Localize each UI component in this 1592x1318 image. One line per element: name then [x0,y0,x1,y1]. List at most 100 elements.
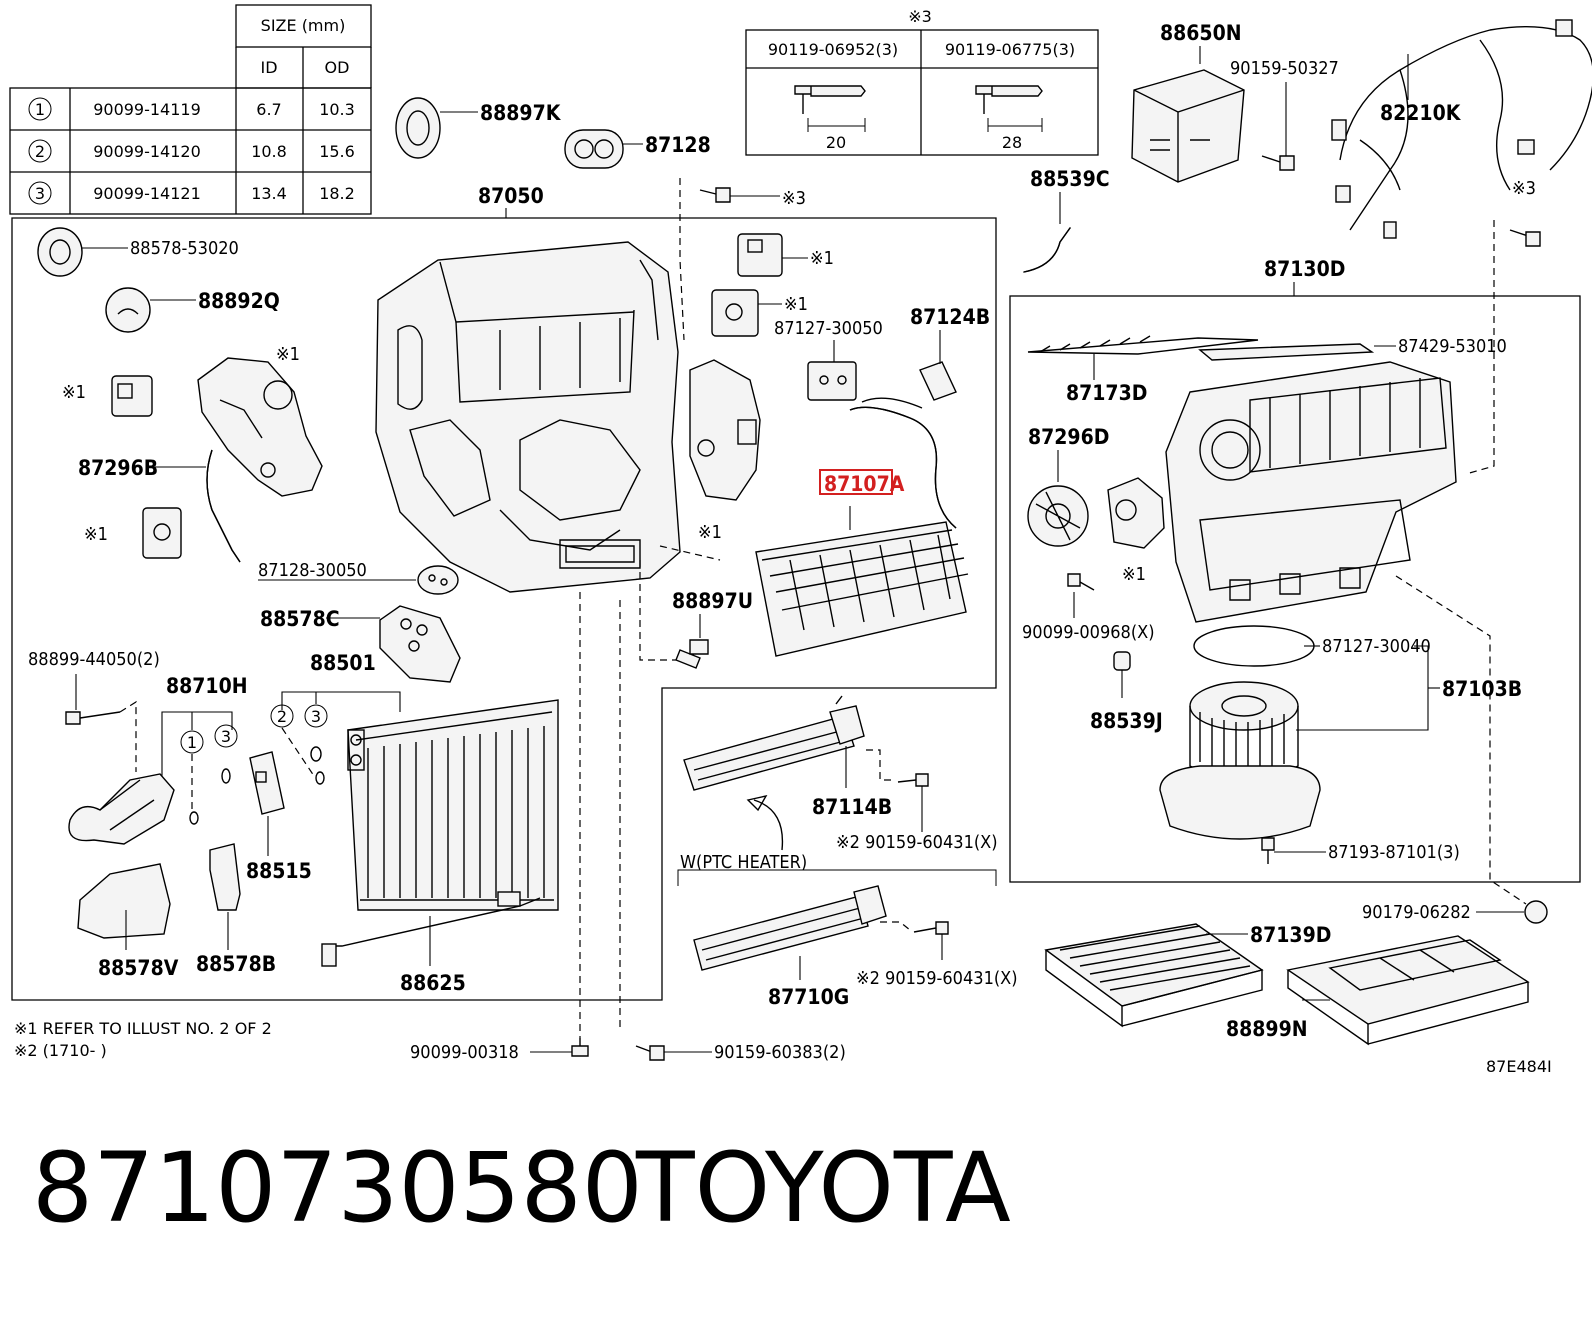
label-90159-60431-a: ※2 90159-60431(X) [836,832,998,853]
bolt-icon [975,85,1043,114]
exploded-parts-diagram: SIZE (mm) ID OD 1 90099-14119 6.7 10.3 2… [9,4,1592,1076]
servo-motor-small: ※1 [62,375,153,417]
label-87128-30050: 87128-30050 [258,560,367,581]
label-88515: 88515 [246,859,312,883]
label-82210k: 82210K [1380,101,1462,125]
grommet-87128: 87128 [564,129,711,169]
label-87127-30050: 87127-30050 [774,318,883,339]
seal-mark-1: 1 [187,733,197,752]
label-90099-00968: 90099-00968(X) [1022,622,1155,643]
label-87139d: 87139D [1250,923,1331,947]
clamp-87124b: 87124B [910,305,990,401]
servo-motor-top: ※1 [737,233,834,277]
row1-od: 10.3 [319,100,355,119]
servo-motor-blower: ※1 [1107,477,1165,585]
seals-88501: 88501 2 3 [270,651,401,785]
label-88501: 88501 [310,651,376,675]
cover-88578b: 88578B [196,843,276,976]
clip-90179-06282: 90179-06282 [1362,900,1548,924]
blower-case [1165,361,1457,623]
ref3-label: ※3 [1512,178,1536,199]
blower-motor-87103b: 87127-30040 87103B [1159,625,1522,840]
id-header: ID [260,58,277,77]
pipe-bracket-87296b: 87296B [78,449,241,563]
label-87429-53010: 87429-53010 [1398,336,1507,357]
ref1-label: ※1 [784,294,808,315]
controller-88650n: 88650N [1131,21,1245,183]
label-90159-60431-b: ※2 90159-60431(X) [856,968,1018,989]
ref1-label: ※1 [84,524,108,545]
bolt1-length: 20 [826,133,846,152]
label-88899-44050: 88899-44050(2) [28,649,160,670]
bolt-icon [794,85,866,114]
label-87710g: 87710G [768,985,849,1009]
ref1-label: ※1 [698,522,722,543]
row1-mark: 1 [35,100,45,119]
label-88578v: 88578V [98,956,179,980]
blower-unit-frame [1009,295,1581,883]
label-90159-50327: 90159-50327 [1230,58,1339,79]
evaporator-88501 [347,699,559,911]
ref1-label: ※1 [1122,564,1146,585]
servo-motor-large: ※1 [689,359,761,543]
bolt-ref3: ※3 [699,187,806,209]
bolt2-part: 90119-06775(3) [945,40,1075,59]
label-88899n: 88899N [1226,1017,1308,1041]
seal-mark-3b: 3 [311,707,321,726]
bolt2-length: 28 [1002,133,1022,152]
label-87114b: 87114B [812,795,892,819]
servo-motor-lower: ※1 [84,507,182,559]
row3-part: 90099-14121 [93,184,201,203]
pipe-88710h: 88710H 1 3 [68,674,248,845]
row3-mark: 3 [35,184,45,203]
label-87193-87101: 87193-87101(3) [1328,842,1460,863]
grommet-88897k: 88897K [395,97,562,159]
od-header: OD [325,58,350,77]
note-production-date: ※2 (1710- ) [14,1041,107,1060]
note-refer-illust: ※1 REFER TO ILLUST NO. 2 OF 2 [14,1019,272,1038]
row3-id: 13.4 [251,184,287,203]
bolt-table: ※3 90119-06952(3) 90119-06775(3) 20 28 [745,7,1099,156]
cap-88892q: 88892Q [105,287,280,333]
ref1-label: ※1 [62,382,86,403]
servo-motor-assembly: ※1 [197,344,323,497]
label-87050: 87050 [478,184,544,208]
label-88892q: 88892Q [198,289,280,313]
label-88539c: 88539C [1030,167,1110,191]
seal-mark-3: 3 [221,727,231,746]
filter-87139d: 87139D [1044,923,1331,1028]
label-88897k: 88897K [480,101,562,125]
bolt-table-note: ※3 [908,7,932,26]
seal-87173d: 87173D [1027,335,1259,405]
row1-id: 6.7 [256,100,281,119]
bolt1-part: 90119-06952(3) [768,40,898,59]
cover-88578v: 88578V [77,863,179,980]
size-table: SIZE (mm) ID OD 1 90099-14119 6.7 10.3 2… [9,4,372,215]
label-87296b: 87296B [78,456,158,480]
damper-88578c: 88578C [260,605,461,683]
servo-motor-mid: ※1 [711,289,808,337]
plate-87128-30050: 87128-30050 [258,560,459,595]
label-87296d: 87296D [1028,425,1109,449]
highlight-box [819,469,893,495]
label-87103b: 87103B [1442,677,1522,701]
brand-name: TOYOTA [636,1132,1011,1244]
row1-part: 90099-14119 [93,100,201,119]
screw-87193-87101: 87193-87101(3) [1261,837,1460,864]
label-88650n: 88650N [1160,21,1242,45]
row2-part: 90099-14120 [93,142,201,161]
label-88578c: 88578C [260,607,340,631]
screw-90099-00318: 90099-00318 [410,1038,589,1063]
label-90099-00318: 90099-00318 [410,1042,519,1063]
damper-87296d: 87296D [1027,425,1109,547]
ref3-label: ※3 [782,188,806,209]
bolt-88899-44050: 88899-44050(2) [28,649,160,772]
thermistor-88625: 88625 [321,891,541,995]
row3-od: 18.2 [319,184,355,203]
label-87173d: 87173D [1066,381,1147,405]
label-88625: 88625 [400,971,466,995]
label-87130d: 87130D [1264,257,1345,281]
label-88897u: 88897U [672,589,753,613]
heater-case-87050 [375,241,681,593]
label-90179-06282: 90179-06282 [1362,902,1471,923]
